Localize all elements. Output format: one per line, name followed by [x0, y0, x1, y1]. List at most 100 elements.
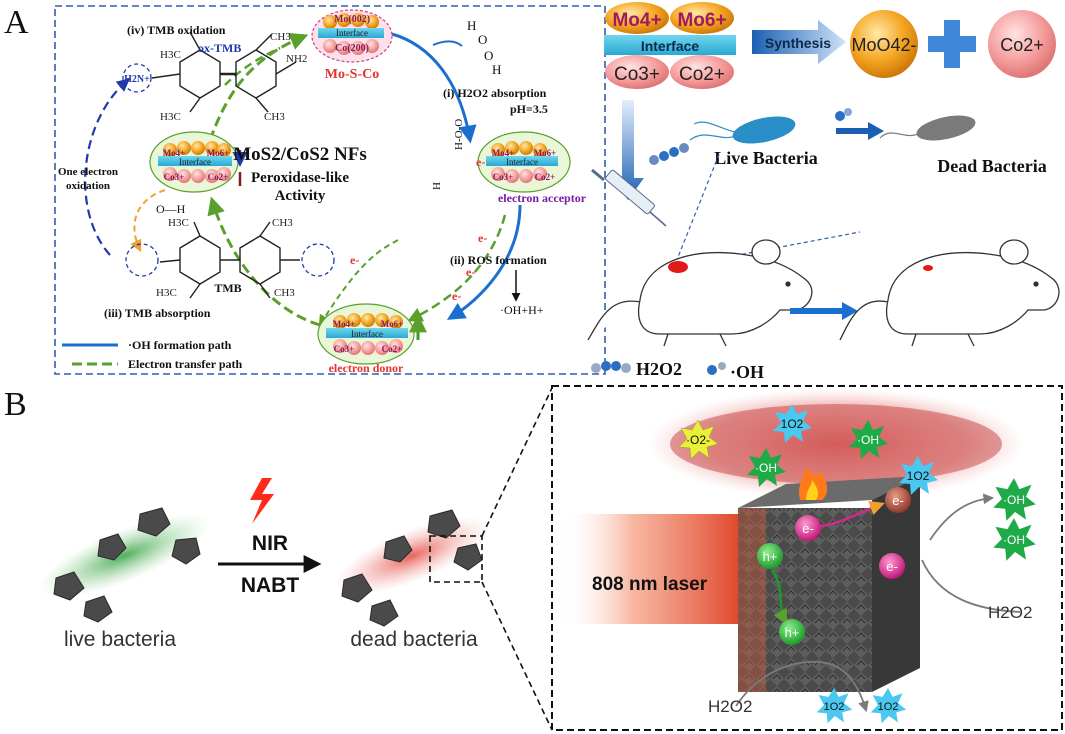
ion-bottom-co3: Co3+: [334, 344, 355, 354]
fire-core-icon: [806, 480, 819, 500]
laser-label: 808 nm laser: [592, 574, 708, 595]
oh-bond-arrow: [130, 189, 166, 253]
live-particles: [53, 507, 201, 623]
oh-icon-flow: [835, 108, 852, 121]
synthesis-arrow: [752, 20, 846, 64]
sub-nh2: NH2: [286, 53, 307, 65]
mo-s-co-label: Mo-S-Co: [325, 67, 379, 82]
h2o2-bottom-label: H2O2: [708, 697, 752, 716]
legend-h2o2-label: H2O2: [636, 359, 682, 379]
live-bacteria-label: Live Bacteria: [714, 148, 817, 168]
sub-h3c-top: H3C: [160, 49, 181, 61]
legend-h2o2-icon: [591, 361, 631, 373]
svg-text:H-O-O: H-O-O: [453, 119, 465, 150]
panel-label-b: B: [4, 386, 27, 423]
ion-bottom-mo4: Mo4+: [333, 319, 356, 329]
dead-bacteria-b-label: dead bacteria: [350, 628, 478, 651]
legend-oh-radical-label: ·OH: [730, 362, 764, 382]
hole-ball-1: [757, 543, 783, 569]
syn-interface: Interface: [641, 38, 700, 54]
svg-text:H: H: [431, 182, 443, 190]
electron-ball-1: [885, 487, 911, 513]
step-ii-label: (ii) ROS formation: [450, 253, 547, 267]
electron-transfer-arrow: [820, 501, 885, 528]
live-bacterium: [689, 116, 796, 144]
one-electron-1: One electron: [58, 166, 118, 178]
svg-text:O: O: [484, 48, 493, 63]
electron-arrow-top: [224, 46, 281, 86]
sub-ch3-top: CH3: [270, 31, 291, 43]
interface-label-top: Interface: [336, 28, 368, 38]
electron-arrow-ii: [407, 214, 507, 322]
electron-tmb: e-: [350, 253, 359, 267]
moo4-ion: [850, 10, 918, 78]
interface-label-right: Interface: [506, 157, 538, 167]
lightning-icon: [250, 478, 274, 524]
amine-circle-left: [125, 243, 159, 277]
electron-ros-1: e-: [478, 231, 487, 245]
hetero-bottom: Mo4+ Mo6+ Interface Co3+ Co2+: [317, 303, 427, 365]
singlet-bottom-2-label: 1O2: [878, 701, 899, 713]
singlet-right-label: 1O2: [907, 469, 930, 483]
electron-ball-3-label: e-: [886, 559, 898, 574]
h2o2-molecule-top: H O O H: [467, 18, 501, 77]
electron-ros-3: e-: [452, 289, 461, 303]
oh-out-1-label: ·OH: [1003, 493, 1025, 507]
oh-2-label: ·OH: [755, 461, 777, 475]
co-ion-label: Co2+: [1000, 35, 1044, 55]
ion-left-co2: Co2+: [208, 172, 229, 182]
cycle-arrow-i: [391, 32, 477, 144]
superoxide-label: ·O2-: [686, 433, 710, 447]
infection-site: [668, 261, 688, 273]
ox-tmb-label: ox-TMB: [198, 41, 241, 55]
oh-h-product: ·OH+H+: [500, 303, 544, 317]
electron-acceptor-label: electron acceptor: [498, 191, 587, 205]
svg-text:H: H: [492, 62, 501, 77]
svg-text:O: O: [478, 32, 487, 47]
sub-h3c-bottom: H3C: [160, 111, 181, 123]
ox-tmb-molecule: [151, 31, 297, 113]
h2o2-molecule-bound: H-O-O H: [431, 119, 465, 190]
electron-ball-2-label: e-: [802, 521, 814, 536]
legend-oh-icon: [707, 362, 726, 375]
live-bacteria-b-label: live bacteria: [64, 628, 176, 651]
dead-bacteria-label: Dead Bacteria: [937, 156, 1046, 176]
mechanism-frame: [54, 5, 606, 375]
zoom-bacterium-core: [670, 404, 1002, 484]
ion-right-mo6: Mo6+: [534, 148, 557, 158]
co-ion: [988, 10, 1056, 78]
panel-label-a: A: [4, 4, 29, 41]
syn-mo6: Mo6+: [677, 10, 726, 31]
singlet-bottom-1-label: 1O2: [824, 701, 845, 713]
center-sub-1: Peroxidase-like: [251, 170, 349, 186]
healed-site: [923, 265, 933, 271]
nabt-label: NABT: [241, 574, 299, 597]
live-bacterium-b: [38, 513, 210, 599]
legend-oh-label: ·OH formation path: [128, 338, 232, 352]
syn-co3: Co3+: [614, 64, 660, 85]
tmb-label: TMB: [214, 281, 241, 295]
legend-e-label: Electron transfer path: [128, 357, 243, 371]
interface-label-bottom: Interface: [351, 329, 383, 339]
ion-bottom-mo6: Mo6+: [381, 319, 404, 329]
plus-icon: [928, 20, 976, 68]
zoom-lines-b: [481, 387, 553, 731]
mouse-infected: [587, 239, 813, 347]
hole-transfer-arrow: [770, 569, 788, 625]
electron-ball-1-label: e-: [892, 493, 904, 508]
svg-text:H: H: [467, 18, 476, 33]
h2o2-bottom-arrow: [735, 660, 869, 713]
sub-ch3-tmb-bottom: CH3: [274, 287, 295, 299]
h2o2-icon-flow: [649, 143, 689, 165]
h2o2-in-right: [921, 559, 1021, 613]
treatment-arrow: [790, 302, 858, 320]
facet-co-label: Co(200): [335, 43, 369, 54]
syn-mo4: Mo4+: [612, 10, 661, 31]
mouse-healed: [839, 239, 1060, 347]
step-i-label: (i) H2O2 absorption: [443, 86, 547, 100]
oh-1-label: ·OH: [857, 433, 879, 447]
sub-h3c-tmb-top: H3C: [168, 217, 189, 229]
ph-label: pH=3.5: [510, 102, 548, 116]
facet-mo-label: Mo(002): [334, 14, 370, 25]
